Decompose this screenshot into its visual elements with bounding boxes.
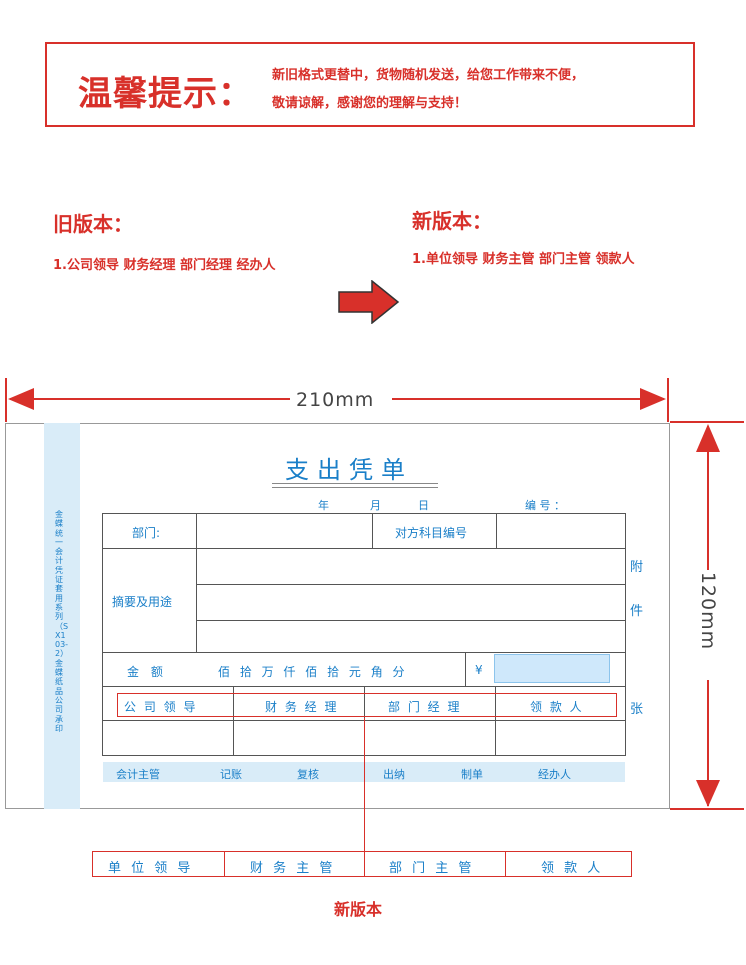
new-sign-1: 单 位 领 导 — [108, 861, 194, 876]
old-sign-4: 领 款 人 — [530, 700, 584, 714]
currency-symbol: ¥ — [475, 663, 483, 677]
new-sign-2: 财 务 主 管 — [250, 861, 336, 876]
voucher-side-text: 金蝶统一会计凭证套用系列（SX103-2）金蝶纸品公司承印 — [55, 510, 69, 733]
width-dimension — [5, 378, 669, 422]
date-year: 年 — [318, 499, 329, 512]
attach-label: 附 — [630, 560, 644, 575]
number-label: 编 号 ： — [525, 499, 565, 512]
old-sign-2: 财 务 经 理 — [265, 700, 339, 714]
notice-line-2: 敬请谅解，感谢您的理解与支持！ — [272, 96, 468, 111]
date-month: 月 — [370, 499, 381, 512]
voucher-title: 支出凭单 — [285, 456, 413, 484]
table-line — [465, 652, 466, 686]
table-line — [372, 513, 373, 548]
old-version-title: 旧版本： — [53, 212, 133, 236]
notice-line-1: 新旧格式更替中，货物随机发送，给您工作带来不便， — [272, 68, 585, 83]
new-version-caption: 新版本 — [334, 900, 383, 919]
new-version-title: 新版本： — [412, 209, 492, 233]
new-sign-4: 领 款 人 — [541, 861, 604, 876]
amount-units: 佰 拾 万 仟 佰 拾 元 角 分 — [218, 665, 408, 679]
table-line — [196, 584, 626, 585]
attach-label: 件 — [630, 604, 644, 619]
table-line — [496, 513, 497, 548]
row-divider — [505, 851, 506, 877]
footer-cashier: 出纳 — [383, 768, 405, 781]
table-line — [495, 686, 496, 755]
footer-review: 复核 — [297, 768, 319, 781]
arrow-right-icon — [338, 280, 400, 324]
account-label: 对方科目编号 — [395, 526, 468, 540]
footer-accountant: 会计主管 — [116, 768, 160, 781]
table-line — [102, 513, 103, 755]
height-label: 120mm — [697, 571, 719, 651]
attach-label: 张 — [630, 702, 644, 717]
old-sign-3: 部 门 经 理 — [388, 700, 462, 714]
row-divider — [224, 851, 225, 877]
width-label: 210mm — [296, 389, 375, 411]
voucher-side-stripe — [44, 423, 80, 809]
notice-box — [45, 42, 695, 127]
old-signature-highlight — [117, 693, 617, 717]
title-underline — [272, 483, 438, 484]
footer-preparer: 制单 — [461, 768, 483, 781]
new-version-desc: 1.单位领导 财务主管 部门主管 领款人 — [412, 252, 635, 267]
amount-label: 金 额 — [127, 665, 167, 679]
amount-input-box — [494, 654, 610, 683]
summary-label: 摘要及用途 — [112, 595, 173, 609]
connector-line — [364, 718, 365, 851]
date-day: 日 — [418, 499, 429, 512]
new-sign-3: 部 门 主 管 — [389, 861, 475, 876]
old-version-desc: 1.公司领导 财务经理 部门经理 经办人 — [53, 258, 276, 273]
title-underline — [272, 487, 438, 488]
row-divider — [364, 851, 365, 877]
new-signature-row — [92, 851, 632, 877]
table-line — [102, 652, 626, 653]
footer-handler: 经办人 — [538, 768, 571, 781]
footer-bookkeeping: 记账 — [220, 768, 242, 781]
table-line — [625, 513, 626, 755]
table-line — [233, 686, 234, 755]
table-line — [102, 513, 626, 514]
table-line — [196, 620, 626, 621]
old-sign-1: 公 司 领 导 — [124, 700, 198, 714]
notice-title: 温馨提示： — [78, 74, 253, 114]
table-line — [102, 548, 626, 549]
dept-label: 部门: — [132, 526, 161, 540]
table-line — [196, 513, 197, 653]
height-dimension — [670, 421, 744, 810]
